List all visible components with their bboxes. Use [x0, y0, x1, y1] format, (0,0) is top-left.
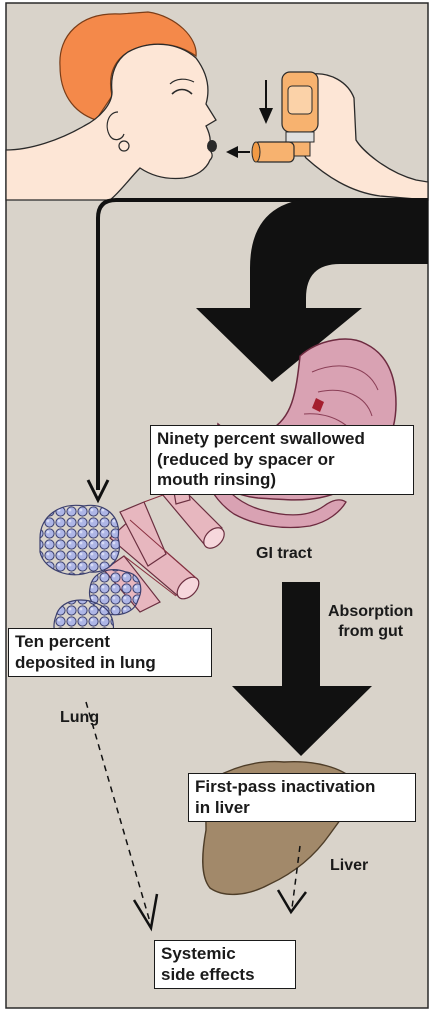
deposited-label-box: Ten percent deposited in lung: [8, 628, 212, 677]
absorption-label-line2: from gut: [328, 622, 413, 642]
gi-tract-label: GI tract: [256, 544, 312, 564]
swallowed-label-line3: mouth rinsing): [157, 470, 407, 491]
deposited-label-line1: Ten percent: [15, 632, 205, 653]
absorption-label-line1: Absorption: [328, 602, 413, 622]
systemic-label-line1: Systemic: [161, 944, 289, 965]
swallowed-label-box: Ninety percent swallowed (reduced by spa…: [150, 425, 414, 495]
first-pass-label-line2: in liver: [195, 798, 409, 819]
deposited-label-line2: deposited in lung: [15, 653, 205, 674]
first-pass-label-line1: First-pass inactivation: [195, 777, 409, 798]
swallowed-label-line2: (reduced by spacer or: [157, 450, 407, 471]
liver-label: Liver: [330, 856, 368, 876]
first-pass-label-box: First-pass inactivation in liver: [188, 773, 416, 822]
lung-label: Lung: [60, 708, 99, 728]
absorption-label: Absorption from gut: [328, 602, 413, 641]
systemic-label-line2: side effects: [161, 965, 289, 986]
swallowed-label-line1: Ninety percent swallowed: [157, 429, 407, 450]
mouth: [207, 140, 217, 152]
systemic-label-box: Systemic side effects: [154, 940, 296, 989]
